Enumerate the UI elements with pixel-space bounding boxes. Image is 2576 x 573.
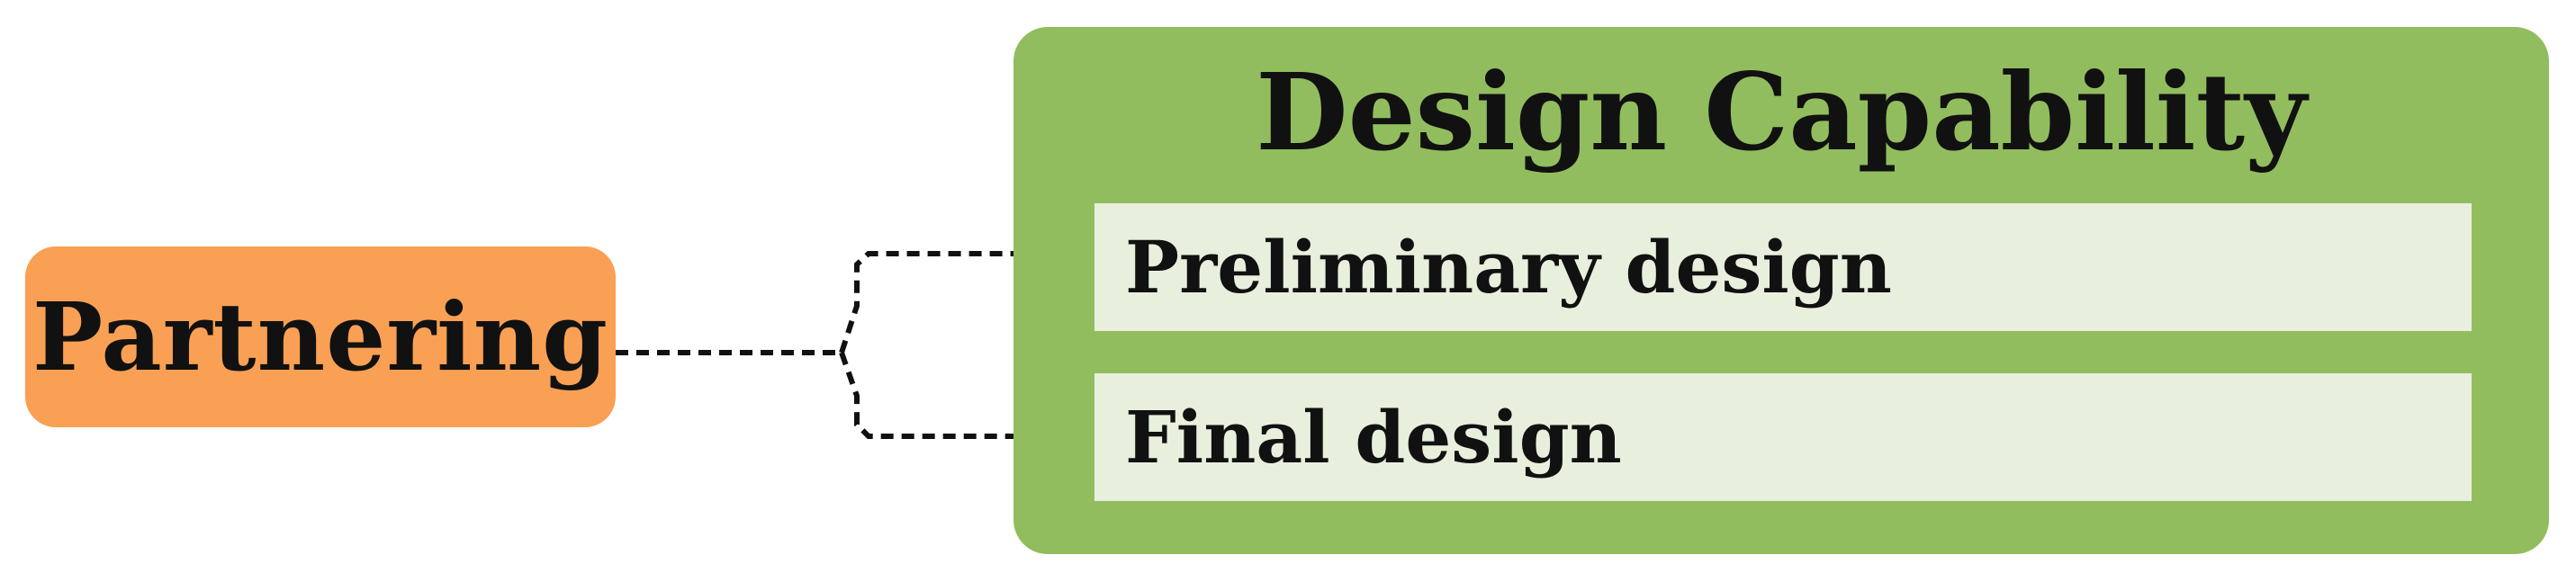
partnering-label: Partnering bbox=[32, 282, 609, 392]
preliminary-design-label: Preliminary design bbox=[1125, 225, 1892, 309]
partnering-node: Partnering bbox=[25, 246, 616, 427]
design-capability-title: Design Capability bbox=[1256, 49, 2307, 175]
final-design-node: Final design bbox=[1094, 373, 2472, 501]
design-capability-container: Design Capability Preliminary design Fin… bbox=[1013, 27, 2549, 554]
preliminary-design-node: Preliminary design bbox=[1094, 203, 2472, 331]
final-design-label: Final design bbox=[1125, 395, 1622, 479]
